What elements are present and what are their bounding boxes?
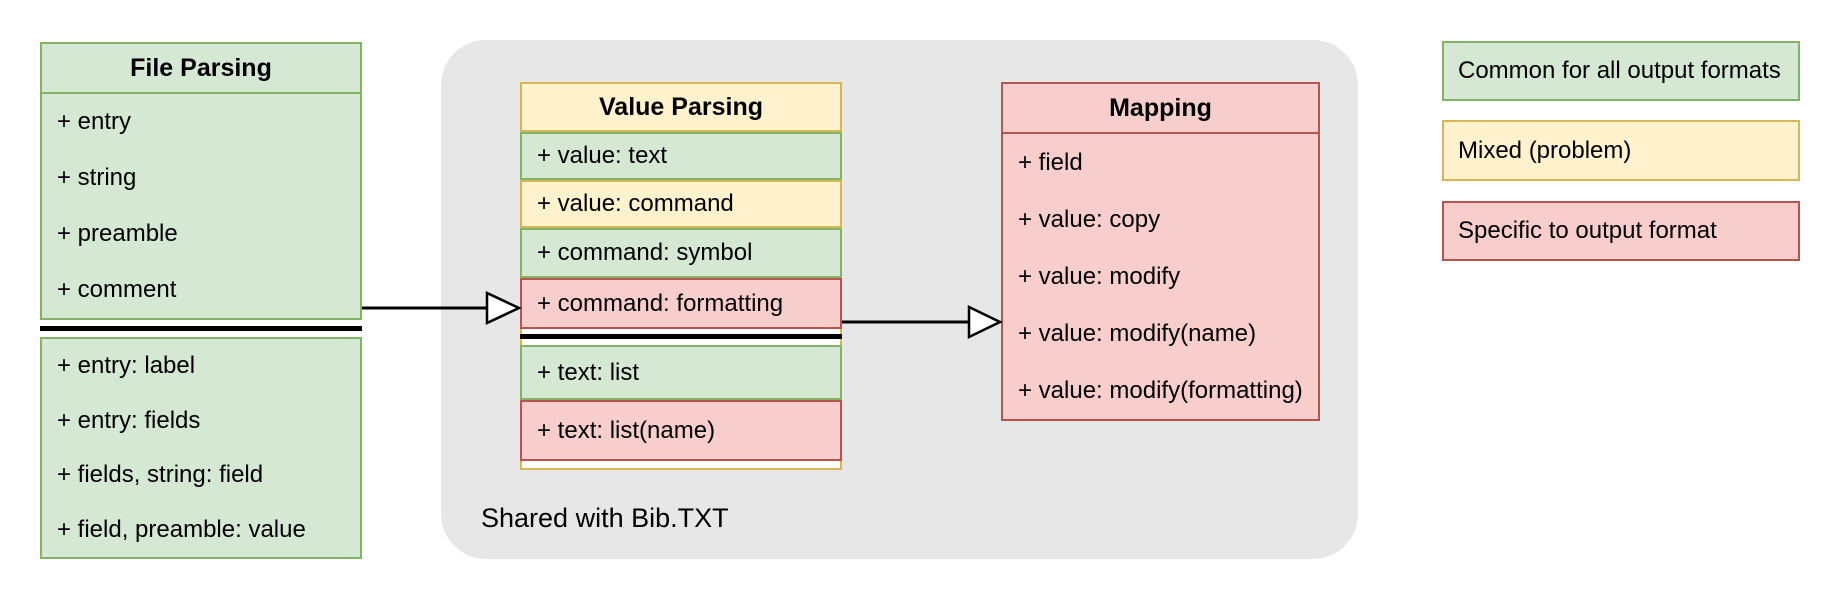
value-parsing-bottom-strip — [520, 461, 842, 470]
file-parsing-item: + fields, string: field — [57, 461, 264, 489]
value-parsing-section-divider-line — [520, 334, 842, 339]
legend-item-specific: Specific to output format — [1442, 201, 1800, 261]
value-parsing-row: + value: text — [520, 132, 842, 180]
file-parsing-item: + field, preamble: value — [57, 515, 306, 543]
file-parsing-item: + entry: fields — [57, 406, 201, 434]
value-parsing-row: + command: symbol — [520, 228, 842, 278]
mapping-item: + field — [1018, 148, 1083, 176]
mapping-item: + value: modify — [1018, 262, 1181, 290]
legend-item-common: Common for all output formats — [1442, 41, 1800, 101]
value-parsing-row: + value: command — [520, 180, 842, 228]
mapping-item: + value: modify(name) — [1018, 319, 1257, 347]
value-parsing-title: Value Parsing — [520, 82, 842, 132]
mapping-box: Mapping + field + value: copy + value: m… — [1001, 82, 1320, 421]
file-parsing-item: + comment — [57, 276, 177, 303]
panel-caption: Shared with Bib.TXT — [481, 503, 729, 533]
file-parsing-item: + entry: label — [57, 352, 196, 380]
file-parsing-box-lower: + entry: label + entry: fields + fields,… — [40, 337, 362, 559]
legend-item-mixed: Mixed (problem) — [1442, 120, 1800, 181]
file-parsing-title: File Parsing — [42, 44, 360, 94]
file-parsing-item: + string — [57, 164, 137, 191]
file-parsing-item: + entry — [57, 108, 132, 135]
value-parsing-row: + text: list(name) — [520, 400, 842, 461]
file-parsing-box: File Parsing + entry + string + preamble… — [40, 42, 362, 320]
mapping-title: Mapping — [1003, 84, 1318, 134]
file-parsing-section-divider-line — [40, 326, 362, 331]
mapping-item: + value: copy — [1018, 205, 1161, 233]
value-parsing-row: + command: formatting — [520, 278, 842, 329]
value-parsing-row: + text: list — [520, 345, 842, 400]
file-parsing-item: + preamble — [57, 220, 178, 247]
value-parsing-box: Value Parsing + value: text + value: com… — [520, 82, 842, 470]
mapping-item: + value: modify(formatting) — [1018, 376, 1303, 404]
